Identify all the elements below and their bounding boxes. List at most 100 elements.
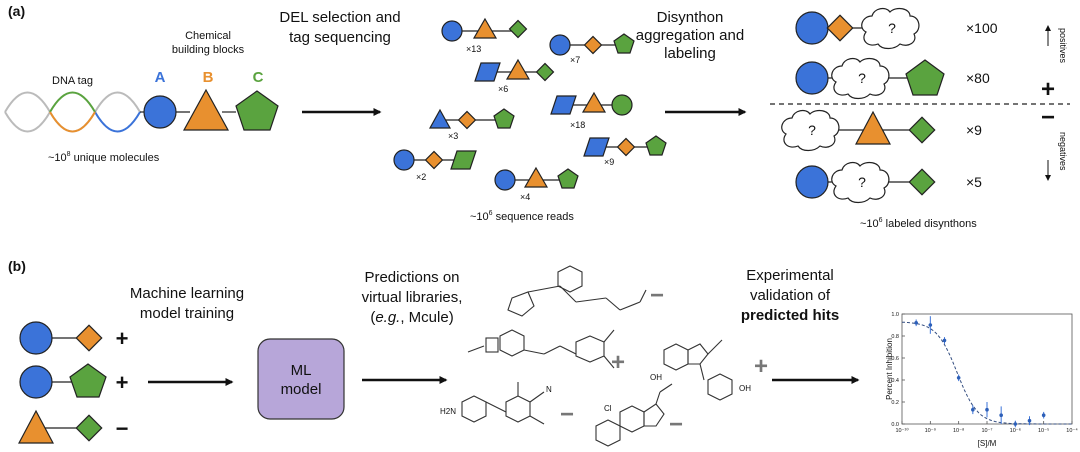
acid-label: OH — [650, 373, 662, 382]
training-step-line2: model training — [140, 305, 234, 322]
training-sign: + — [116, 326, 129, 351]
read-count: ×2 — [416, 172, 426, 182]
selection-step-line2: tag sequencing — [289, 29, 391, 46]
y-tick-label: 0.4 — [891, 378, 899, 384]
read-count: ×4 — [520, 192, 530, 202]
amine-label: H2N — [440, 407, 456, 416]
read-count: ×13 — [466, 44, 481, 54]
data-point — [1027, 418, 1032, 423]
prediction-step-line2: virtual libraries, — [362, 289, 463, 306]
x-tick-label: 10⁻⁹ — [925, 427, 936, 434]
nitrogen-label: N — [546, 385, 552, 394]
fit-curve — [901, 321, 1072, 425]
read-molecule — [583, 135, 667, 157]
disynthon-count: ×100 — [966, 20, 998, 36]
training-disynthon — [19, 321, 103, 355]
block-a-letter: A — [155, 69, 166, 86]
labeled-disynthons-label: ~106 labeled disynthons — [860, 217, 977, 230]
molecule-sign: + — [611, 349, 625, 376]
ml-model-line2: model — [281, 381, 322, 398]
training-disynthon — [18, 409, 103, 444]
sequence-reads-label: ~106 sequence reads — [470, 210, 574, 223]
disynthon-row: ? — [781, 109, 936, 152]
candidate-molecule — [595, 383, 673, 447]
unknown-synthon-mark: ? — [858, 174, 866, 190]
block-c-letter: C — [253, 69, 264, 86]
candidate-molecule — [467, 329, 615, 369]
data-point — [971, 407, 975, 412]
x-tick-label: 10⁻⁵ — [1038, 427, 1049, 434]
prediction-step-line1: Predictions on — [364, 269, 459, 286]
data-point — [999, 413, 1003, 418]
y-axis-label: Percent Inhibition — [885, 338, 894, 400]
data-point — [956, 376, 961, 380]
disynthon-row: ? — [795, 7, 920, 50]
positives-label: positives — [1058, 28, 1068, 64]
aggregation-step-line1: Disynthon — [657, 9, 724, 26]
validation-step-line3: predicted hits — [741, 307, 839, 324]
read-molecule — [393, 149, 477, 171]
aggregation-step-line2: aggregation and — [636, 27, 744, 44]
candidate-molecule — [663, 339, 733, 401]
oh-label: OH — [739, 384, 751, 393]
data-point — [985, 407, 989, 412]
ml-model-line1: ML — [291, 362, 312, 379]
unknown-synthon-mark: ? — [888, 20, 896, 36]
molecule-sign: − — [650, 282, 664, 309]
block-b-letter: B — [203, 69, 214, 86]
ml-model-box — [257, 338, 345, 420]
candidate-molecule — [461, 382, 545, 425]
y-tick-label: 0.6 — [891, 356, 899, 362]
disynthon-count: ×9 — [966, 122, 982, 138]
read-molecule — [549, 33, 635, 56]
negative-sign: − — [1041, 104, 1055, 131]
read-count: ×7 — [570, 55, 580, 65]
x-tick-label: 10⁻⁶ — [1010, 427, 1021, 434]
panel-a-label: (a) — [8, 3, 25, 19]
molecule-sign: − — [560, 401, 574, 428]
x-tick-label: 10⁻⁷ — [981, 427, 992, 434]
read-molecule — [441, 17, 528, 42]
chlorine-label: Cl — [604, 404, 612, 413]
disynthon-row: ? — [795, 161, 936, 204]
x-axis-label: [S]/M — [978, 439, 997, 448]
validation-step-line1: Experimental — [746, 267, 834, 284]
molecule-sign: − — [669, 411, 683, 438]
training-sign: − — [116, 416, 129, 441]
aggregation-step-line3: labeling — [664, 45, 716, 62]
read-count: ×3 — [448, 131, 458, 141]
data-point — [928, 323, 933, 327]
selection-step-line1: DEL selection and — [279, 9, 400, 26]
data-point — [942, 338, 947, 343]
read-molecule — [550, 91, 633, 116]
disynthon-count: ×80 — [966, 70, 990, 86]
data-point — [1013, 422, 1018, 426]
unknown-synthon-mark: ? — [808, 122, 816, 138]
y-tick-label: 0.2 — [891, 400, 899, 406]
negatives-label: negatives — [1058, 132, 1068, 171]
x-tick-label: 10⁻⁴ — [1066, 427, 1078, 434]
y-tick-label: 0.0 — [891, 422, 899, 428]
positive-sign: + — [1041, 76, 1055, 103]
read-molecule — [428, 108, 515, 130]
building-block-molecule — [140, 88, 279, 131]
data-point — [1041, 413, 1046, 418]
read-count: ×9 — [604, 157, 614, 167]
disynthon-row: ? — [795, 57, 945, 100]
unique-molecules-label: ~108 unique molecules — [48, 151, 160, 164]
read-count: ×18 — [570, 120, 585, 130]
data-point — [914, 321, 918, 325]
blocks-title-1: Chemical — [185, 30, 231, 42]
unknown-synthon-mark: ? — [858, 70, 866, 86]
disynthon-count: ×5 — [966, 174, 982, 190]
candidate-molecule — [507, 265, 647, 317]
training-sign: + — [116, 370, 129, 395]
molecule-sign: + — [754, 353, 768, 380]
dna-helix — [4, 91, 141, 133]
read-molecule — [474, 58, 555, 82]
panel-b-label: (b) — [8, 258, 26, 274]
x-tick-label: 10⁻¹⁰ — [895, 427, 909, 434]
y-tick-label: 0.8 — [891, 334, 899, 340]
